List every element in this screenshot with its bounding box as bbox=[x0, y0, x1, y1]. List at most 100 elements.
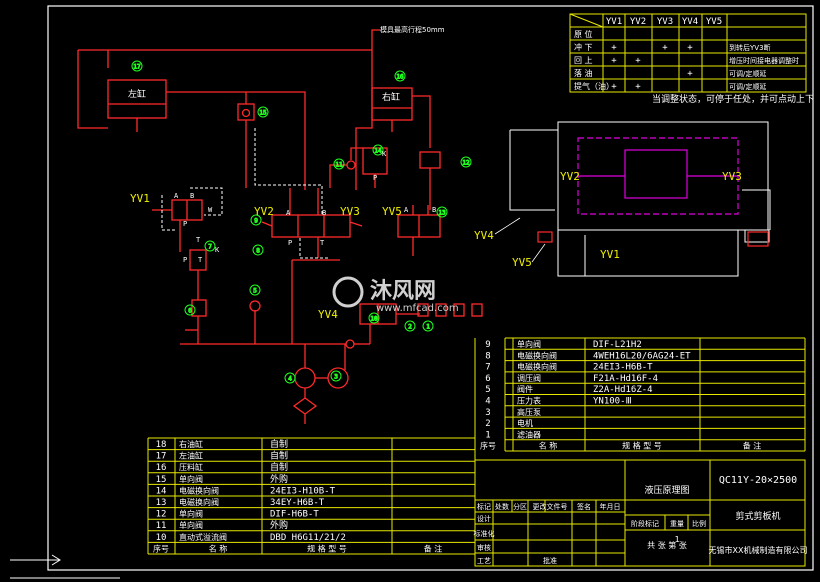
revision-header: 标记 bbox=[477, 502, 491, 511]
part-bubble-number: 4 bbox=[288, 376, 292, 383]
bom-upper-no: 1 bbox=[485, 430, 490, 440]
action-table-mark: + bbox=[687, 69, 693, 79]
action-table-note: 可调/定顺延 bbox=[729, 69, 766, 78]
port-label: W bbox=[208, 206, 213, 214]
bom-lower-no: 16 bbox=[156, 463, 167, 473]
part-bubble bbox=[404, 320, 416, 332]
role-label: 批准 bbox=[543, 556, 557, 565]
side-view-label: YV4 bbox=[474, 229, 494, 242]
part-bubble-number: 17 bbox=[133, 64, 141, 71]
bom-lower-model: DIF-H6B-T bbox=[270, 510, 319, 520]
part-bubble bbox=[330, 370, 342, 382]
bom-upper-no: 8 bbox=[485, 351, 490, 361]
side-view-leaders bbox=[494, 217, 546, 263]
bom-lower-model: 外购 bbox=[270, 519, 288, 531]
port-label: A bbox=[286, 209, 291, 217]
revision-header: 分区 bbox=[513, 502, 527, 511]
role-label: 标准化 bbox=[474, 529, 495, 538]
left-cylinder-label: 左缸 bbox=[128, 88, 146, 100]
bom-upper-name: 高压泵 bbox=[517, 407, 541, 417]
part-bubble bbox=[249, 284, 261, 296]
bom-lower-no: 13 bbox=[156, 498, 167, 508]
bom-upper-name: 压力表 bbox=[517, 396, 541, 406]
action-table-note: 到转后YV3断 bbox=[729, 43, 771, 52]
action-table-header: YV4 bbox=[682, 17, 698, 27]
hydraulic-schematic bbox=[77, 29, 483, 424]
ucs-icon bbox=[10, 554, 120, 579]
bom-lower-no: 10 bbox=[156, 533, 167, 543]
part-bubble bbox=[252, 244, 264, 256]
bom-upper-model: F21A-Hd16F-4 bbox=[593, 374, 658, 384]
port-label: K bbox=[382, 150, 387, 158]
action-table-row-label: 回 上 bbox=[574, 56, 593, 65]
bom-lower-model: 34EY-H6B-T bbox=[270, 498, 325, 508]
action-table-mark: + bbox=[687, 43, 693, 53]
bom-upper-model: 24EI3-H6B-T bbox=[593, 363, 653, 373]
machine-name: 剪式剪板机 bbox=[735, 510, 780, 522]
port-label: P bbox=[183, 256, 187, 264]
bom-lower-no: 11 bbox=[156, 521, 167, 531]
top-note: 模具最高行程50mm bbox=[380, 25, 445, 34]
stage-label: 阶段标记 bbox=[631, 519, 659, 528]
part-bubble-number: 10 bbox=[370, 316, 378, 323]
part-bubble-number: 7 bbox=[208, 244, 212, 251]
part-bubble bbox=[394, 70, 406, 82]
solenoid-action-table bbox=[569, 13, 807, 93]
bom-lower-name: 单向阀 bbox=[179, 509, 203, 519]
action-table-row-label: 原 位 bbox=[574, 29, 593, 39]
bom-lower-name: 压料缸 bbox=[179, 462, 203, 472]
part-bubble-number: 8 bbox=[256, 248, 260, 255]
part-bubble-number: 5 bbox=[253, 288, 257, 295]
bom-upper-name: 电磁换向阀 bbox=[517, 350, 557, 360]
role-label: 设计 bbox=[477, 514, 491, 523]
role-label: 工艺 bbox=[477, 557, 491, 565]
bom-lower-no: 17 bbox=[156, 452, 167, 462]
bom-lower-name: 单向阀 bbox=[179, 520, 203, 530]
part-bubble bbox=[368, 312, 380, 324]
bom-upper-table bbox=[474, 337, 806, 452]
part-bubble-number: 2 bbox=[408, 324, 412, 331]
machine-side-view bbox=[509, 121, 771, 277]
valve-label: YV3 bbox=[340, 205, 360, 218]
side-view-label: YV3 bbox=[722, 170, 742, 183]
bom-upper-name: 电机 bbox=[517, 418, 533, 428]
valve-yv2-yv3 bbox=[271, 214, 351, 238]
pilot-lines bbox=[161, 128, 330, 259]
port-label: K bbox=[215, 246, 220, 254]
action-table-row-label: 提气（油） bbox=[574, 81, 614, 91]
bom-lower-model: 自制 bbox=[270, 438, 288, 450]
part-bubble-number: 1 bbox=[426, 324, 430, 331]
revision-header: 更改文件号 bbox=[533, 502, 568, 511]
drawing-frame bbox=[47, 5, 814, 571]
part-bubble bbox=[333, 158, 345, 170]
bom-lower-name: 电磁换向阀 bbox=[179, 497, 219, 507]
part-bubble bbox=[204, 240, 216, 252]
bom-upper-no: 6 bbox=[485, 374, 490, 384]
bom-upper-model: Z2A-Hd16Z-4 bbox=[593, 385, 653, 395]
bom-lower-table bbox=[147, 437, 476, 555]
action-table-mark: + bbox=[611, 82, 617, 92]
port-label: T bbox=[196, 236, 201, 244]
action-table-header: YV1 bbox=[606, 17, 622, 27]
bom-lower-model: 自制 bbox=[270, 461, 288, 473]
bom-upper-name: 单向阀 bbox=[517, 339, 541, 349]
bom-lower-model: 24EI3-H10B-T bbox=[270, 486, 336, 496]
bom-upper-no: 9 bbox=[485, 340, 490, 350]
valve-label: YV2 bbox=[254, 205, 274, 218]
bom-upper-header-note: 备 注 bbox=[743, 441, 762, 451]
part-bubble-number: 16 bbox=[396, 74, 404, 81]
company-name: 无锡市XX机械制造有限公司 bbox=[709, 545, 808, 555]
action-table-header: YV2 bbox=[630, 17, 646, 27]
action-table-mark: + bbox=[611, 43, 617, 53]
watermark: 沐风网 www.mfcad.com bbox=[332, 276, 459, 314]
port-label: B bbox=[190, 192, 194, 200]
bom-upper-model: DIF-L21H2 bbox=[593, 340, 642, 350]
bom-lower-header-no: 序号 bbox=[153, 543, 169, 553]
part-bubble bbox=[257, 106, 269, 118]
right-cylinder-label: 右缸 bbox=[382, 91, 400, 103]
port-label: B bbox=[432, 206, 436, 214]
watermark-name: 沐风网 bbox=[370, 279, 436, 304]
action-table-note: 可调/定顺延 bbox=[729, 82, 766, 91]
